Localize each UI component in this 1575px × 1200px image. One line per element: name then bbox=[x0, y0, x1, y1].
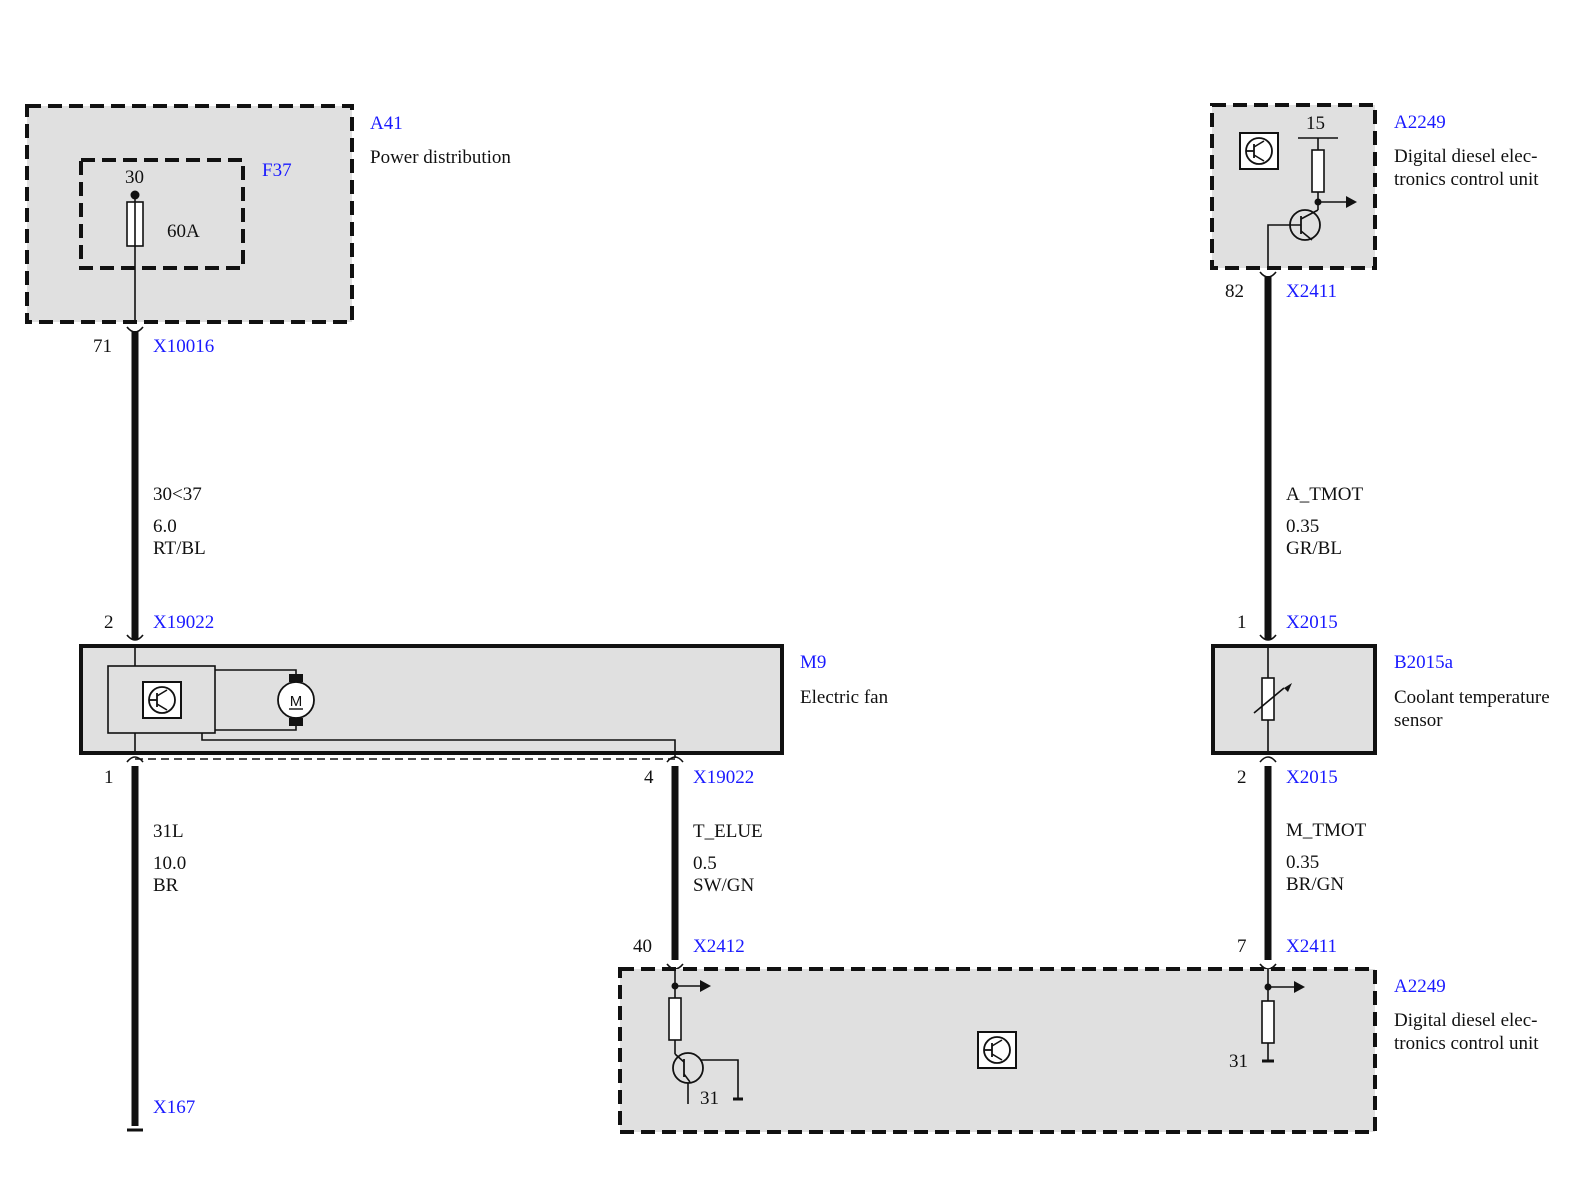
a41-name: Power distribution bbox=[370, 147, 511, 168]
connector-x19022-top: 2 X19022 bbox=[104, 612, 214, 641]
x2412-pin: 40 bbox=[633, 936, 652, 957]
component-m9: M9 Electric fan M bbox=[79, 644, 889, 760]
f37-id: F37 bbox=[262, 160, 292, 181]
x2411-top-pin: 82 bbox=[1225, 281, 1244, 302]
wire-30-37: 30<37 6.0 RT/BL bbox=[131, 331, 206, 640]
a2249-bottom-name-2: tronics control unit bbox=[1394, 1033, 1539, 1054]
f37-box bbox=[79, 158, 245, 270]
electronic-module-icon bbox=[1239, 132, 1279, 170]
wire-30-37-color: RT/BL bbox=[153, 538, 206, 559]
b2015a-name-2: sensor bbox=[1394, 710, 1443, 731]
wire-m-tmot: M_TMOT 0.35 BR/GN bbox=[1264, 766, 1367, 960]
wire-a-tmot-signal: A_TMOT bbox=[1286, 484, 1363, 505]
component-a2249-top: A2249 Digital diesel elec- tronics contr… bbox=[1210, 103, 1539, 270]
f37-rating: 60A bbox=[167, 221, 200, 242]
wire-30-37-gauge: 6.0 bbox=[153, 516, 177, 537]
fuse-icon bbox=[126, 190, 144, 322]
connector-x2412: 40 X2412 bbox=[633, 936, 745, 970]
a2249-top-name-2: tronics control unit bbox=[1394, 169, 1539, 190]
x2015-bottom-id: X2015 bbox=[1286, 767, 1338, 788]
connector-x2411-top: 82 X2411 bbox=[1225, 271, 1337, 302]
electronic-module-icon bbox=[142, 681, 182, 719]
wire-a-tmot-gauge: 0.35 bbox=[1286, 516, 1319, 537]
a2249-top-name-1: Digital diesel elec- bbox=[1394, 146, 1538, 167]
x2411-bottom-id: X2411 bbox=[1286, 936, 1337, 957]
a2249-bottom-id: A2249 bbox=[1394, 976, 1446, 997]
connector-symbol-icon bbox=[1259, 634, 1277, 641]
resistor-icon bbox=[1311, 149, 1325, 193]
arrow-icon bbox=[1294, 981, 1305, 993]
connector-x19022-pin4: 4 X19022 bbox=[644, 756, 754, 788]
a41-id: A41 bbox=[370, 113, 403, 134]
wire-m-tmot-color: BR/GN bbox=[1286, 874, 1344, 895]
x19022-top-id: X19022 bbox=[153, 612, 214, 633]
m9-id: M9 bbox=[800, 652, 826, 673]
electronic-module-icon bbox=[977, 1031, 1017, 1069]
connector-x2015-top: 1 X2015 bbox=[1237, 612, 1338, 641]
wire-m-tmot-signal: M_TMOT bbox=[1286, 820, 1367, 841]
x10016-pin: 71 bbox=[93, 336, 112, 357]
a2249-top-terminal: 15 bbox=[1306, 113, 1325, 134]
x2015-bottom-pin: 2 bbox=[1237, 767, 1247, 788]
x19022-pin4-pin: 4 bbox=[644, 767, 654, 788]
x2015-top-id: X2015 bbox=[1286, 612, 1338, 633]
a2249-bottom-ground-left: 31 bbox=[700, 1088, 719, 1109]
connector-x2411-bottom: 7 X2411 bbox=[1237, 936, 1337, 970]
a2249-top-id: A2249 bbox=[1394, 112, 1446, 133]
thermistor-icon bbox=[1253, 646, 1292, 753]
wire-31l: 31L 10.0 BR bbox=[131, 766, 186, 1126]
motor-letter: M bbox=[290, 693, 303, 710]
resistor-icon bbox=[1261, 1000, 1275, 1044]
arrow-icon bbox=[700, 980, 711, 992]
a2249-bottom-ground-right: 31 bbox=[1229, 1051, 1248, 1072]
f37-terminal: 30 bbox=[125, 167, 144, 188]
x2411-bottom-pin: 7 bbox=[1237, 936, 1247, 957]
wire-31l-gauge: 10.0 bbox=[153, 853, 186, 874]
connector-x167: X167 bbox=[127, 1097, 195, 1132]
wire-31l-signal: 31L bbox=[153, 821, 184, 842]
component-b2015a: B2015a Coolant temperature sensor bbox=[1211, 644, 1550, 755]
connector-x19022-pin1: 1 bbox=[104, 756, 144, 788]
a2249-top-box bbox=[1210, 103, 1377, 270]
connector-symbol-icon bbox=[666, 756, 684, 763]
wire-m-tmot-gauge: 0.35 bbox=[1286, 852, 1319, 873]
fan-controller-box bbox=[107, 665, 216, 734]
a41-box bbox=[25, 104, 354, 324]
wire-30-37-signal: 30<37 bbox=[153, 484, 202, 505]
wire-a-tmot: A_TMOT 0.35 GR/BL bbox=[1264, 276, 1363, 640]
arrow-icon bbox=[1346, 196, 1357, 208]
component-a41: A41 Power distribution F37 30 60A bbox=[25, 104, 511, 324]
wire-t-elue: T_ELUE 0.5 SW/GN bbox=[671, 766, 763, 960]
connector-x10016: 71 X10016 bbox=[93, 326, 214, 357]
connector-symbol-icon bbox=[126, 634, 144, 641]
b2015a-box bbox=[1211, 644, 1377, 755]
x19022-top-pin: 2 bbox=[104, 612, 114, 633]
connector-symbol-icon bbox=[126, 756, 144, 763]
x2015-top-pin: 1 bbox=[1237, 612, 1247, 633]
b2015a-id: B2015a bbox=[1394, 652, 1454, 673]
component-a2249-bottom: A2249 Digital diesel elec- tronics contr… bbox=[618, 967, 1539, 1134]
m9-box bbox=[79, 644, 784, 755]
b2015a-name-1: Coolant temperature bbox=[1394, 687, 1550, 708]
x19022-pin1-pin: 1 bbox=[104, 767, 114, 788]
x19022-pin4-id: X19022 bbox=[693, 767, 754, 788]
x10016-id: X10016 bbox=[153, 336, 214, 357]
a2249-bottom-name-1: Digital diesel elec- bbox=[1394, 1010, 1538, 1031]
wire-t-elue-gauge: 0.5 bbox=[693, 853, 717, 874]
connector-symbol-icon bbox=[1259, 756, 1277, 763]
x2412-id: X2412 bbox=[693, 936, 745, 957]
x2411-top-id: X2411 bbox=[1286, 281, 1337, 302]
wire-t-elue-color: SW/GN bbox=[693, 875, 755, 896]
motor-icon: M bbox=[277, 674, 315, 726]
x167-id: X167 bbox=[153, 1097, 195, 1118]
connector-x2015-bottom: 2 X2015 bbox=[1237, 756, 1338, 788]
wire-31l-color: BR bbox=[153, 875, 179, 896]
m9-name: Electric fan bbox=[800, 687, 889, 708]
wire-a-tmot-color: GR/BL bbox=[1286, 538, 1342, 559]
wire-t-elue-signal: T_ELUE bbox=[693, 821, 763, 842]
resistor-icon bbox=[668, 997, 682, 1041]
